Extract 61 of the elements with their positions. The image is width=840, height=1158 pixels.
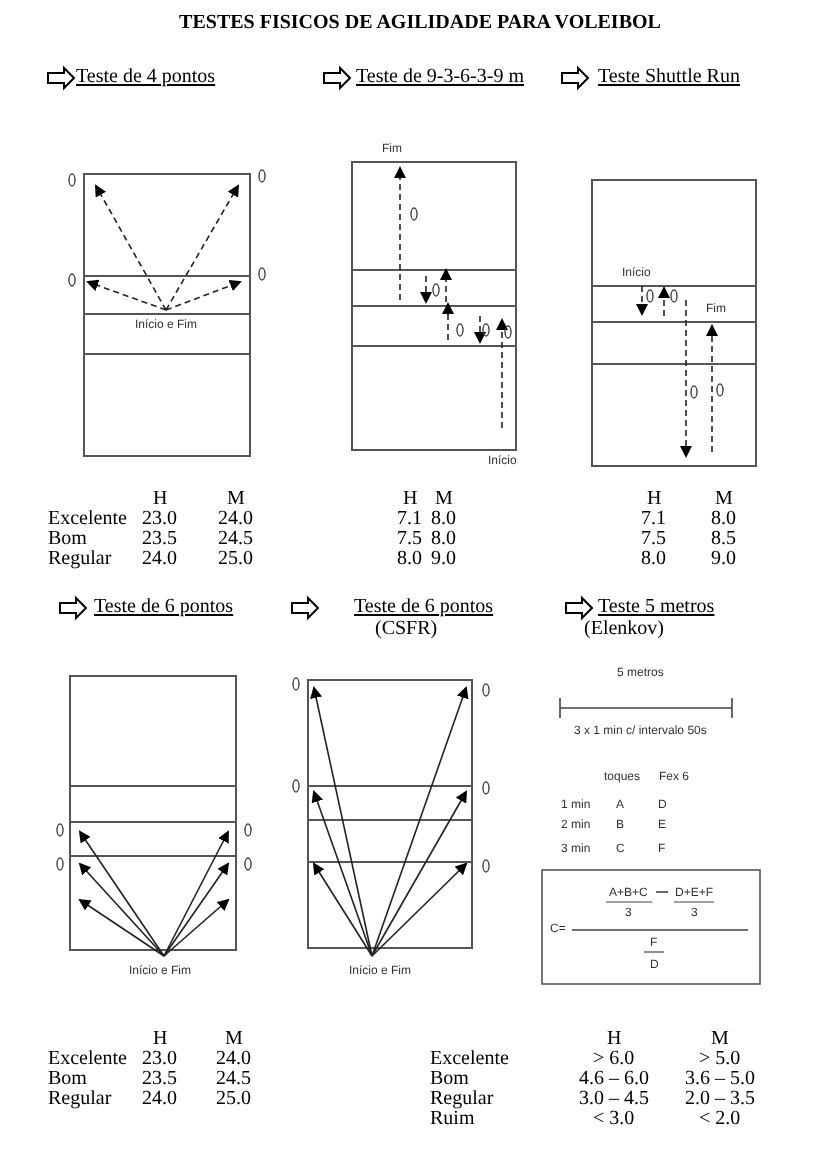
score-value: 7.5	[641, 530, 666, 550]
column-header: H	[403, 490, 418, 510]
column-header: H	[647, 490, 662, 510]
score-value: 24.0	[142, 550, 177, 570]
score-value: 23.0	[142, 510, 177, 530]
score-value: > 5.0	[699, 1050, 741, 1070]
score-value: 7.5	[397, 530, 422, 550]
score-value: 8.0	[397, 550, 422, 570]
test-title: Teste de 9-3-6-3-9 m	[356, 68, 524, 88]
column-header: M	[225, 1030, 243, 1050]
rating-label: Excelente	[430, 1050, 509, 1070]
rating-label: Bom	[430, 1070, 469, 1090]
test-title: Teste Shuttle Run	[598, 68, 740, 88]
test-title: Teste 5 metros	[598, 598, 715, 618]
column-header: H	[607, 1030, 622, 1050]
column-header: H	[153, 1030, 168, 1050]
column-header: M	[435, 490, 453, 510]
score-value: 25.0	[218, 550, 253, 570]
rating-label: Excelente	[48, 1050, 127, 1070]
score-value: 23.5	[142, 1070, 177, 1090]
score-value: 23.5	[142, 530, 177, 550]
rating-label: Regular	[48, 1090, 112, 1110]
test-title: Teste de 4 pontos	[76, 68, 216, 88]
score-value: 3.6 – 5.0	[685, 1070, 755, 1090]
rating-label: Bom	[48, 530, 87, 550]
test-title: Teste de 6 pontos	[94, 598, 234, 618]
test-subtitle: (Elenkov)	[584, 620, 664, 640]
score-value: 24.5	[216, 1070, 251, 1090]
score-value: 24.0	[218, 510, 253, 530]
score-value: 4.6 – 6.0	[579, 1070, 649, 1090]
score-value: 7.1	[397, 510, 422, 530]
column-header: M	[227, 490, 245, 510]
score-value: 23.0	[142, 1050, 177, 1070]
rating-label: Excelente	[48, 510, 127, 530]
score-value: 8.0	[641, 550, 666, 570]
rating-label: Bom	[48, 1070, 87, 1090]
rating-label: Ruim	[430, 1110, 475, 1130]
score-value: 8.5	[711, 530, 736, 550]
test-title: Teste de 6 pontos	[354, 598, 494, 618]
score-value: < 2.0	[699, 1110, 741, 1130]
score-value: 25.0	[216, 1090, 251, 1110]
score-value: 8.0	[431, 510, 456, 530]
score-value: 9.0	[431, 550, 456, 570]
score-value: 8.0	[431, 530, 456, 550]
score-value: 7.1	[641, 510, 666, 530]
score-value: > 6.0	[593, 1050, 635, 1070]
score-value: < 3.0	[593, 1110, 635, 1130]
score-value: 2.0 – 3.5	[685, 1090, 755, 1110]
rating-label: Regular	[430, 1090, 494, 1110]
score-value: 24.5	[218, 530, 253, 550]
score-value: 24.0	[142, 1090, 177, 1110]
score-value: 9.0	[711, 550, 736, 570]
page-title: TESTES FISICOS DE AGILIDADE PARA VOLEIBOL	[177, 12, 663, 34]
rating-label: Regular	[48, 550, 112, 570]
score-value: 3.0 – 4.5	[579, 1090, 649, 1110]
score-value: 24.0	[216, 1050, 251, 1070]
column-header: H	[153, 490, 168, 510]
column-header: M	[711, 1030, 729, 1050]
score-value: 8.0	[711, 510, 736, 530]
column-header: M	[715, 490, 733, 510]
test-subtitle: (CSFR)	[375, 620, 438, 640]
